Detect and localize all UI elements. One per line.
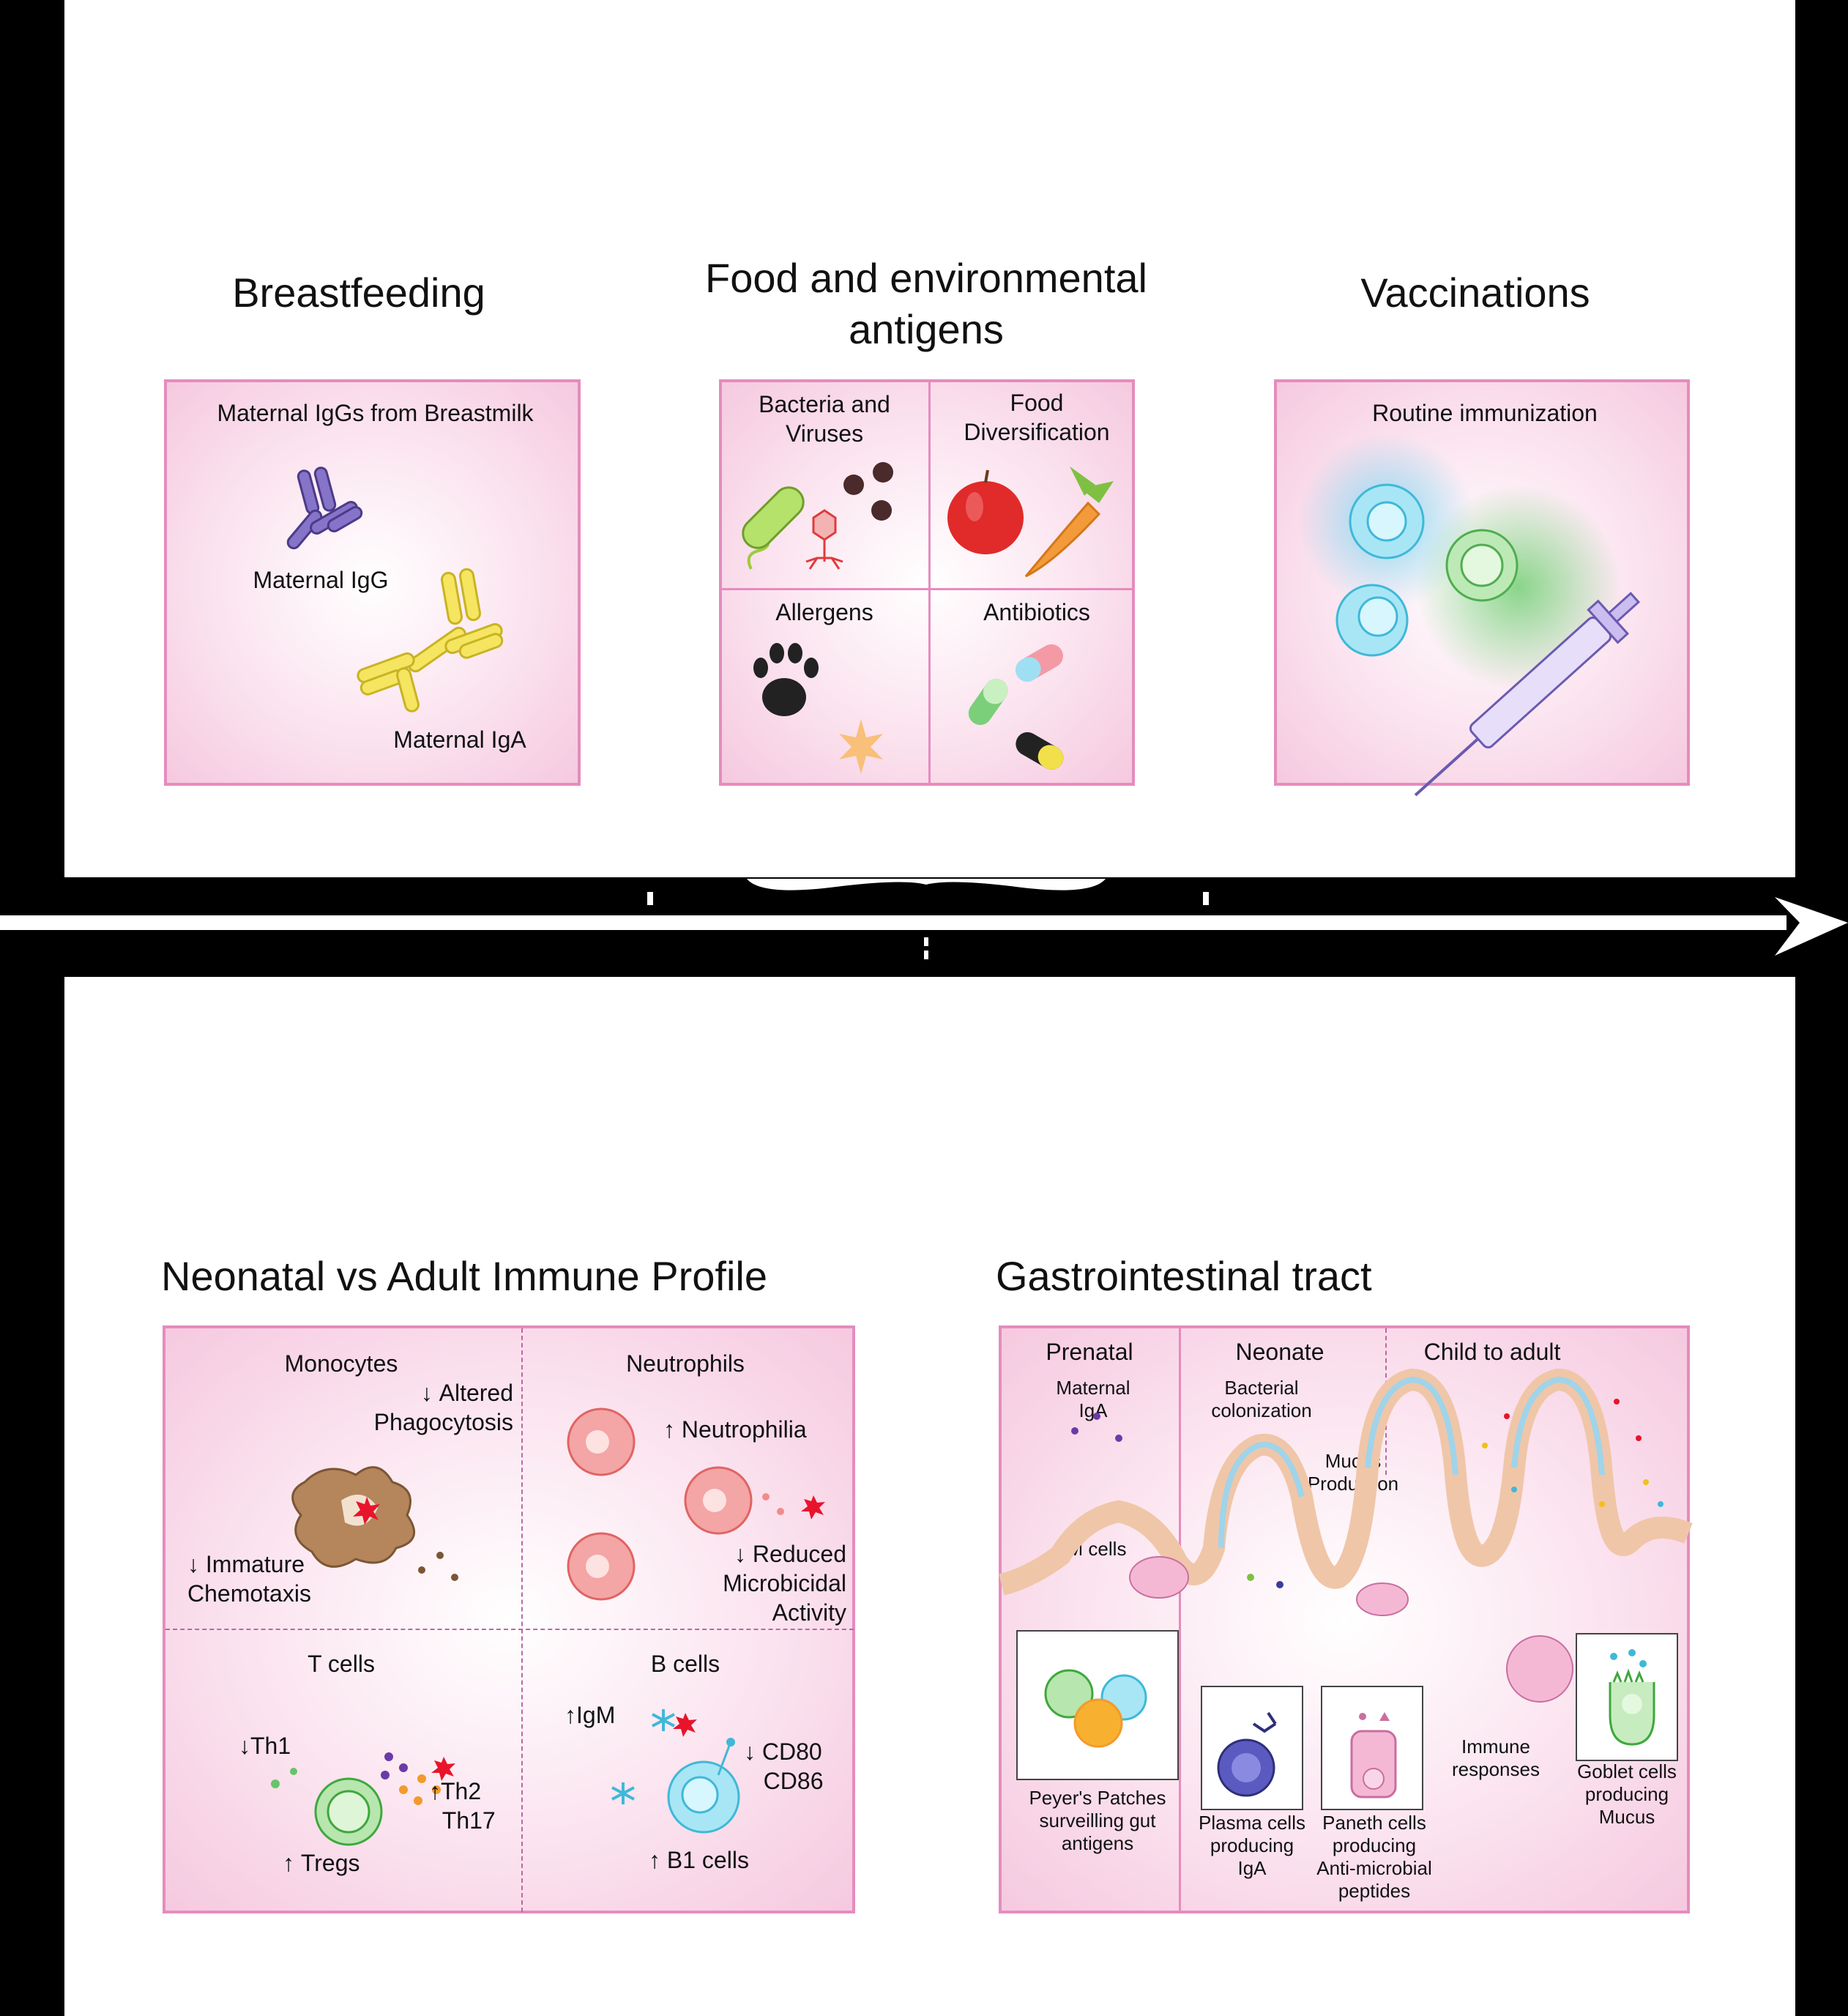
peyers-patches-icon	[1044, 1669, 1147, 1748]
child-to-adult-label: Child to adult	[1423, 1339, 1561, 1365]
bacterial-colonization-label: Bacterial colonization	[1211, 1377, 1312, 1421]
food-diversification-label: Food Diversification	[964, 390, 1110, 445]
food-title: Food and environmental antigens	[705, 255, 1147, 352]
antibiotics-label: Antibiotics	[983, 599, 1090, 625]
neonate-label: Neonate	[1235, 1339, 1324, 1365]
apple-carrot-icon	[947, 466, 1114, 578]
plasma-cells-label: Plasma cells producing IgA	[1199, 1812, 1305, 1879]
tregs-label: ↑ Tregs	[283, 1850, 360, 1876]
goblet-cells-label: Goblet cells producing Mucus	[1577, 1760, 1677, 1828]
peyers-patches-label: Peyer's Patches surveilling gut antigens	[1029, 1787, 1166, 1854]
timeline-arrowhead	[1775, 897, 1848, 956]
th1-label: ↓Th1	[239, 1733, 291, 1759]
vaccinations-box: Routine immunization	[1274, 379, 1690, 797]
breastfeeding-title: Breastfeeding	[232, 269, 485, 316]
allergens-label: Allergens	[775, 599, 873, 625]
paneth-cells-label: Paneth cells producing Anti-microbial pe…	[1316, 1812, 1432, 1902]
maternal-iga-label: Maternal IgA	[393, 726, 526, 753]
neutrophils-icon	[567, 1407, 825, 1601]
intestinal-villi-icon	[999, 1368, 1693, 1703]
tcell-icon	[271, 1752, 455, 1846]
neutrophils-label: Neutrophils	[626, 1350, 745, 1377]
igm-label: ↑IgM	[565, 1702, 616, 1728]
th2-th17-label: ↑Th2 Th17	[429, 1778, 496, 1834]
tcells-label: T cells	[308, 1651, 375, 1677]
cd80-cd86-label: ↓ CD80 CD86	[744, 1738, 824, 1794]
paneth-cell-icon	[1350, 1712, 1397, 1799]
maternal-iga-gi-label: Maternal IgA	[1056, 1377, 1130, 1421]
bacteria-virus-icon	[742, 462, 893, 570]
immune-cells-icon	[1299, 434, 1641, 797]
timeline-arrow	[0, 879, 1848, 959]
b1-cells-label: ↑ B1 cells	[649, 1847, 749, 1873]
breastfeeding-box-title: Maternal IgGs from Breastmilk	[217, 400, 534, 426]
bcell-icon	[611, 1709, 740, 1834]
paneth-cells-inset	[1321, 1686, 1423, 1810]
igg-antibody-icon	[286, 466, 363, 550]
paw-print-icon	[753, 643, 883, 774]
reduced-microbicidal-label: ↓ Reduced Microbicidal Activity	[723, 1541, 846, 1626]
food-box: Bacteria and Viruses Food Diversificatio…	[719, 379, 1135, 786]
bacteria-viruses-label: Bacteria and Viruses	[759, 391, 890, 447]
plasma-cell-icon	[1217, 1711, 1277, 1797]
iga-antibody-icon	[357, 568, 504, 713]
peyers-patches-inset	[1016, 1630, 1179, 1780]
prenatal-label: Prenatal	[1046, 1339, 1133, 1365]
monocytes-label: Monocytes	[284, 1350, 398, 1377]
goblet-cells-inset	[1576, 1633, 1678, 1761]
plasma-cells-inset	[1201, 1686, 1303, 1810]
vaccinations-title: Vaccinations	[1360, 269, 1590, 316]
altered-phagocytosis-label: ↓ Altered Phagocytosis	[373, 1380, 513, 1435]
goblet-cell-icon	[1609, 1649, 1655, 1746]
immune-profile-box: Monocytes ↓ Altered Phagocytosis ↓ Immat…	[163, 1325, 855, 1913]
gi-tract-box: Prenatal Neonate Child to adult Maternal…	[999, 1325, 1693, 1913]
immature-chemotaxis-label: ↓ Immature Chemotaxis	[187, 1551, 311, 1607]
gi-tract-title: Gastrointestinal tract	[996, 1253, 1372, 1299]
timeline-tick-right	[1203, 892, 1209, 905]
timeline-bracket	[747, 879, 1106, 890]
timeline-tick-mid2	[924, 951, 928, 959]
breastfeeding-box: Maternal IgGs from Breastmilk Maternal I…	[164, 379, 581, 786]
maternal-igg-label: Maternal IgG	[253, 567, 389, 593]
monocyte-icon	[291, 1466, 458, 1581]
timeline-tick-mid1	[924, 937, 928, 946]
routine-immunization-label: Routine immunization	[1372, 400, 1598, 426]
timeline-tick-left	[647, 892, 653, 905]
bcells-label: B cells	[650, 1651, 720, 1677]
antibiotic-pills-icon	[968, 644, 1064, 770]
immune-responses-label: Immune responses	[1452, 1736, 1540, 1780]
neutrophilia-label: ↑ Neutrophilia	[663, 1416, 807, 1443]
immune-profile-title: Neonatal vs Adult Immune Profile	[161, 1253, 767, 1299]
timeline-line	[0, 915, 1786, 930]
